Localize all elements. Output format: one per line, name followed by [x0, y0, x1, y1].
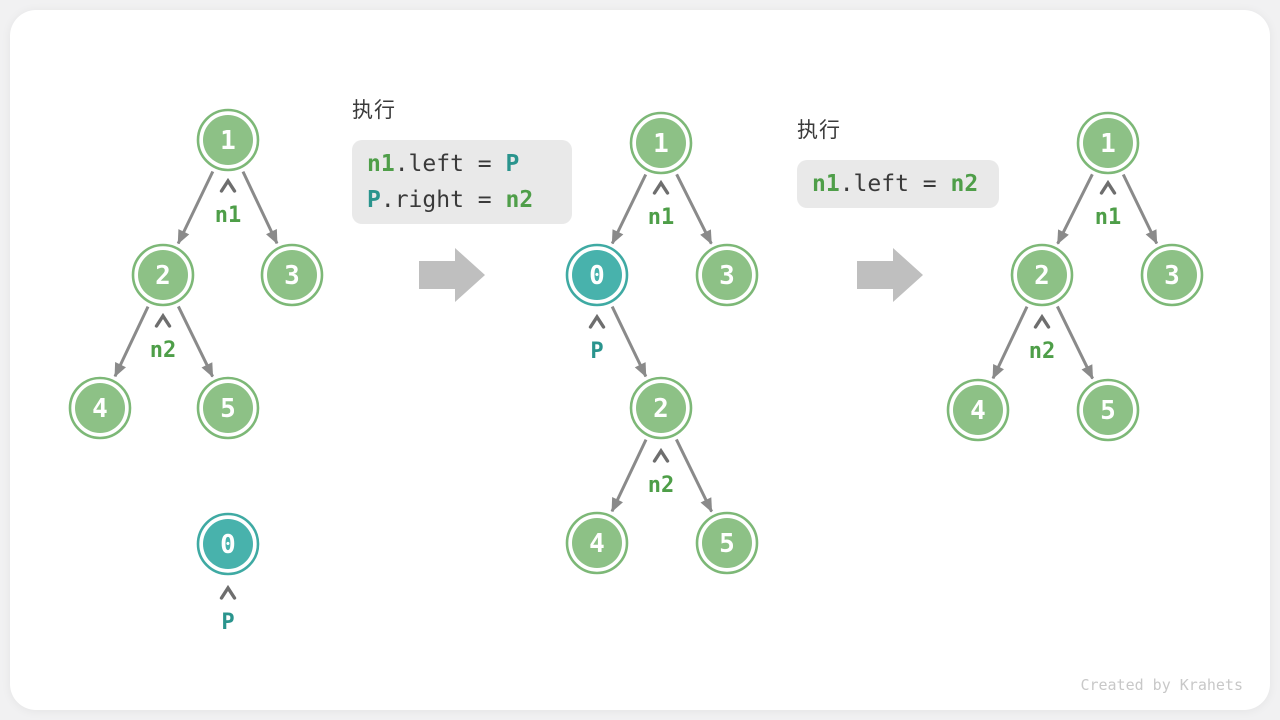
node-value: 1 — [220, 126, 236, 156]
node-body — [953, 385, 1003, 435]
node-body — [138, 250, 188, 300]
tree-node: 3 — [1140, 243, 1204, 307]
node-body — [572, 250, 622, 300]
code-panel-insert: 执行 n1.left = P P.right = n2 — [352, 97, 572, 224]
node-value: 2 — [155, 261, 171, 291]
watermark-credit: Created by Krahets — [1080, 676, 1243, 694]
node-value: 4 — [589, 529, 605, 559]
node-body — [702, 518, 752, 568]
pointer-label: P — [590, 339, 603, 364]
tree-edge — [610, 438, 648, 513]
pointer-label: n1 — [215, 203, 242, 228]
pointer-caret-icon — [1033, 313, 1051, 329]
node-body — [1017, 250, 1067, 300]
node-body — [203, 115, 253, 165]
node-value: 2 — [1034, 261, 1050, 291]
pointer-label: n2 — [1029, 339, 1056, 364]
tree-node: 1 — [629, 111, 693, 175]
node-body — [572, 518, 622, 568]
tree-node: 3 — [695, 243, 759, 307]
node-value: 0 — [589, 261, 605, 291]
tree-edge — [675, 438, 713, 513]
tree-edge — [113, 305, 150, 378]
node-value: 4 — [92, 394, 108, 424]
pointer-caret-icon — [588, 313, 606, 329]
node-value: 1 — [653, 129, 669, 159]
tree-edge — [1056, 305, 1094, 380]
node-body — [75, 383, 125, 433]
tree-edge — [176, 170, 215, 245]
tree-node: 2 — [629, 376, 693, 440]
tree-node: 2 — [131, 243, 195, 307]
pointer-label: n1 — [648, 205, 675, 230]
pointer-label: n1 — [1095, 205, 1122, 230]
node-body — [636, 118, 686, 168]
pointer-label: P — [221, 610, 234, 635]
tree-edge — [1121, 173, 1159, 245]
tree-node: 5 — [196, 376, 260, 440]
tree-initial: n1 n2P 1 2 3 4 5 0 — [68, 108, 324, 635]
pointer-caret-icon — [652, 447, 670, 463]
tree-after-remove: n1 n2 1 2 3 4 5 — [946, 111, 1204, 442]
node-value: 1 — [1100, 129, 1116, 159]
code-box: n1.left = P P.right = n2 — [352, 140, 572, 224]
code-panel-header: 执行 — [352, 99, 396, 122]
tree-edge — [1056, 173, 1094, 245]
pointer-caret-icon — [652, 179, 670, 195]
tree-node: 0 — [565, 243, 629, 307]
tree-node: 1 — [196, 108, 260, 172]
node-body — [267, 250, 317, 300]
code-line: n1.left = n2 — [812, 171, 979, 197]
tree-node: 1 — [1076, 111, 1140, 175]
node-value: 5 — [1100, 396, 1116, 426]
code-panel-header: 执行 — [797, 119, 841, 142]
node-value: 4 — [970, 396, 986, 426]
node-value: 2 — [653, 394, 669, 424]
tree-node: 5 — [695, 511, 759, 575]
code-box: n1.left = n2 — [797, 160, 999, 208]
tree-node: 4 — [565, 511, 629, 575]
pointer-caret-icon — [219, 584, 237, 600]
node-body — [702, 250, 752, 300]
node-body — [203, 519, 253, 569]
tree-edge — [610, 173, 648, 245]
code-line: n1.left = P — [367, 151, 520, 177]
node-body — [1083, 118, 1133, 168]
node-value: 5 — [719, 529, 735, 559]
step-arrow-icon — [857, 248, 923, 302]
tree-node: 4 — [68, 376, 132, 440]
code-line: P.right = n2 — [367, 187, 534, 213]
node-value: 3 — [1164, 261, 1180, 291]
tree-node: 0 — [196, 512, 260, 576]
tree-node: 4 — [946, 378, 1010, 442]
pointer-caret-icon — [154, 312, 172, 328]
tree-edge — [177, 305, 214, 378]
step-arrow-icon — [419, 248, 485, 302]
tree-edge — [675, 173, 713, 245]
node-body — [203, 383, 253, 433]
pointer-label: n2 — [648, 473, 675, 498]
node-value: 0 — [220, 530, 236, 560]
tree-edge — [610, 305, 648, 378]
node-value: 3 — [719, 261, 735, 291]
node-body — [1083, 385, 1133, 435]
tree-edge — [241, 170, 279, 245]
pointer-caret-icon — [219, 177, 237, 193]
tree-node: 2 — [1010, 243, 1074, 307]
pointer-caret-icon — [1099, 179, 1117, 195]
node-body — [1147, 250, 1197, 300]
node-value: 3 — [284, 261, 300, 291]
tree-node: 3 — [260, 243, 324, 307]
pointer-label: n2 — [150, 338, 177, 363]
code-panel-remove: 执行 n1.left = n2 — [797, 117, 999, 208]
tree-edge — [991, 305, 1029, 380]
tree-node: 5 — [1076, 378, 1140, 442]
node-value: 5 — [220, 394, 236, 424]
node-body — [636, 383, 686, 433]
